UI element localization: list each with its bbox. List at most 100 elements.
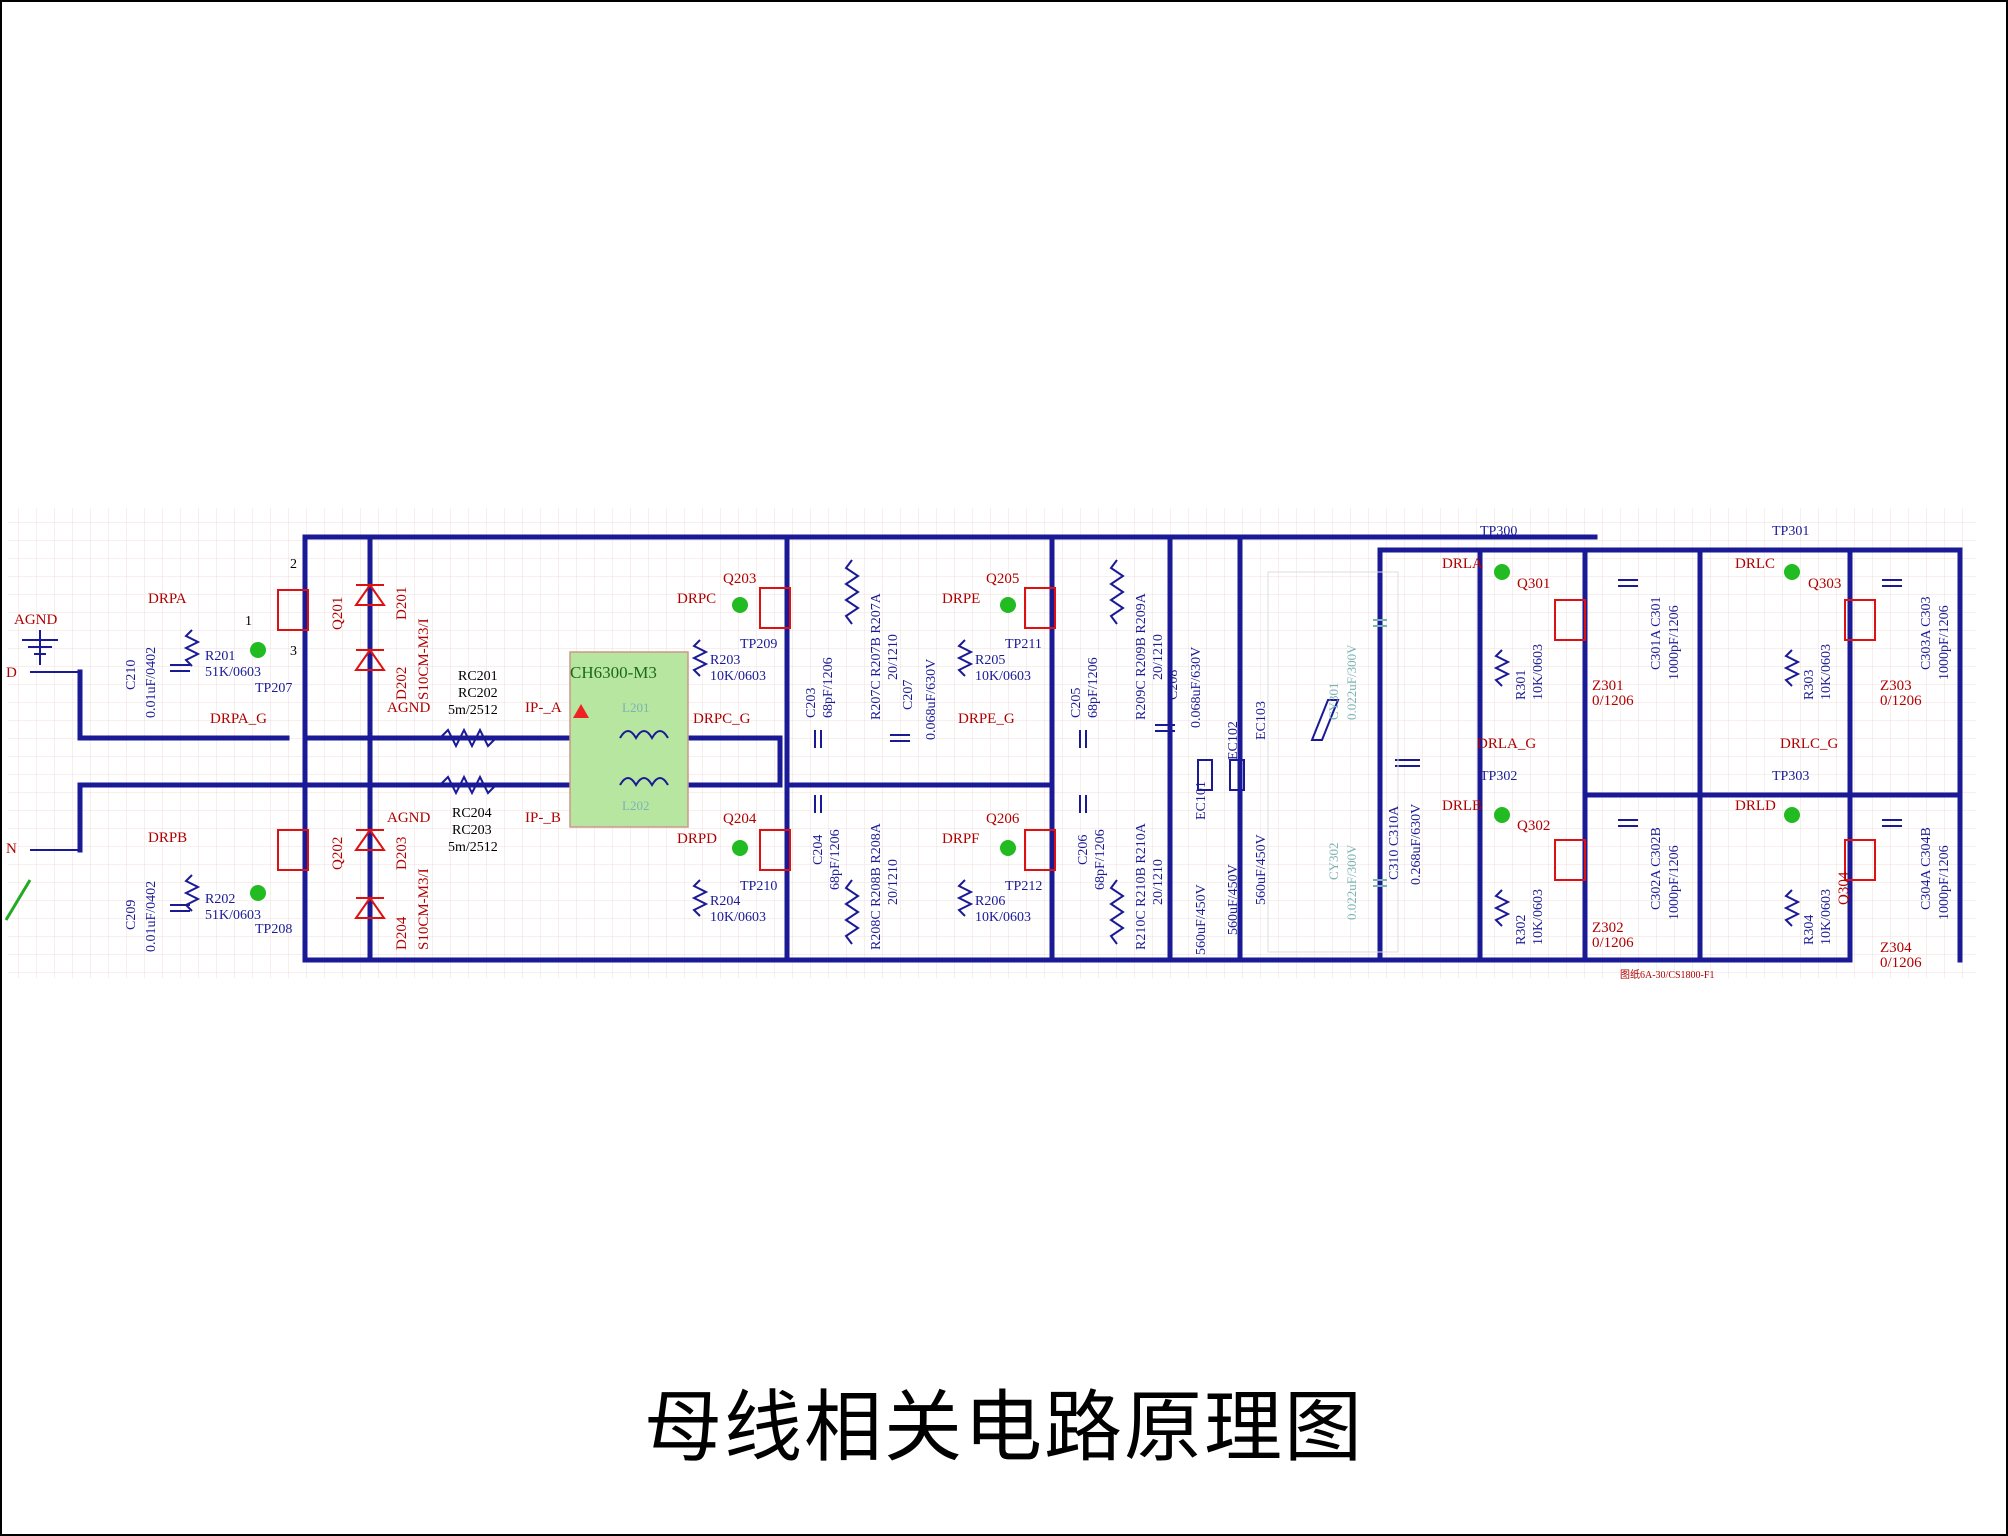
resistor-ref-r303: R303 — [1802, 670, 1817, 700]
test-point-tp211: TP211 — [1005, 637, 1042, 652]
mosfet-label-q302: Q302 — [1517, 818, 1550, 834]
zener-ref-z304: Z304 — [1880, 940, 1912, 956]
shunt-2-val: 5m/2512 — [448, 840, 498, 855]
cap-ref-c205: C205 — [1069, 688, 1084, 718]
zener-val-z304: 0/1206 — [1880, 955, 1922, 971]
test-point-tp303: TP303 — [1772, 769, 1809, 784]
net-label-drpc-g: DRPC_G — [693, 711, 751, 727]
bus-cap-val-c310: 0.268uF/630V — [1409, 804, 1424, 885]
diode-part-top: S10CM-M3/I — [416, 618, 432, 700]
right-cap-val-c304: 1000pF/1206 — [1937, 845, 1952, 920]
ch6300-module — [569, 651, 689, 828]
diode-label-d201: D201 — [394, 587, 410, 620]
resistor-ref-r205: R205 — [975, 653, 1005, 668]
diagram-caption: 母线相关电路原理图 — [643, 1383, 1364, 1473]
net-label-drld: DRLD — [1735, 798, 1776, 814]
shunt-1-val: 5m/2512 — [448, 703, 498, 718]
bus-wires — [30, 534, 1963, 963]
net-label-ip-b: IP-_B — [525, 810, 561, 826]
green-arrow — [4, 879, 32, 921]
left-port-agnd: AGND — [14, 612, 57, 628]
right-cap-ref-c301: C301A C301 — [1649, 596, 1664, 670]
zener-val-z303: 0/1206 — [1880, 693, 1922, 709]
bus-cap-ref-ec102: EC102 — [1226, 721, 1241, 760]
diodes — [354, 583, 386, 919]
zener-ref-z302: Z302 — [1592, 920, 1624, 936]
net-label-drpc: DRPC — [677, 591, 716, 607]
right-cap-val-c301: 1000pF/1206 — [1667, 605, 1682, 680]
zener-val-z301: 0/1206 — [1592, 693, 1634, 709]
faint-cap-ref-cy301: CY301 — [1326, 682, 1341, 720]
resistor-val-r302: 10K/0603 — [1531, 889, 1546, 945]
zener-val-z302: 0/1206 — [1592, 935, 1634, 951]
bus-cap-val-ec103: 560uF/450V — [1254, 834, 1269, 905]
bus-cap-val-c207: 0.068uF/630V — [924, 659, 939, 740]
resistor-ref-r206: R206 — [975, 894, 1005, 909]
bus-cap-ref-ec101: EC101 — [1194, 781, 1209, 820]
cap-ref-c203: C203 — [804, 688, 819, 718]
resistor-ref-r204: R204 — [710, 894, 740, 909]
diode-label-d204: D204 — [394, 916, 410, 950]
mosfet-label-q202: Q202 — [330, 837, 346, 870]
resistor-val-r203: 10K/0603 — [710, 669, 766, 684]
left-port-n: N — [6, 841, 17, 857]
resistor-ref-r201: R201 — [205, 649, 235, 664]
schematic-sheet — [8, 508, 1976, 978]
cap-val-c204: 68pF/1206 — [828, 829, 843, 890]
net-label-drpe: DRPE — [942, 591, 980, 607]
shunt-1-ref2: RC202 — [458, 686, 498, 701]
faint-cap-val-cy302: 0.022uF/300V — [1344, 844, 1359, 920]
faint-cap-val-cy301: 0.022uF/300V — [1344, 644, 1359, 720]
mosfet-symbols — [277, 587, 1876, 881]
test-point-tp209: TP209 — [740, 637, 777, 652]
bus-cap-val-ec102: 560uF/450V — [1226, 864, 1241, 935]
net-label-drlc: DRLC — [1735, 556, 1775, 572]
resistor-val-r304: 10K/0603 — [1819, 889, 1834, 945]
cap-val-c206: 68pF/1206 — [1093, 829, 1108, 890]
warning-triangle-icon — [573, 704, 589, 718]
faint-cap-ref-cy302: CY302 — [1326, 842, 1341, 880]
cap-val-c210: 0.01uF/0402 — [144, 647, 159, 718]
capacitor-symbols — [170, 579, 1902, 912]
agnd-ground-symbol — [22, 630, 58, 665]
snubber-ref-r208: R208C R208B R208A — [869, 822, 884, 950]
mosfet-label-q201: Q201 — [330, 597, 346, 630]
net-label-drpa-g: DRPA_G — [210, 711, 267, 727]
cap-ref-c210: C210 — [124, 660, 139, 690]
diode-label-d203: D203 — [394, 837, 410, 870]
snubber-val-r208: 20/1210 — [886, 859, 901, 905]
net-label-drpd: DRPD — [677, 831, 717, 847]
resistor-val-r202: 51K/0603 — [205, 908, 261, 923]
mosfet-label-q301: Q301 — [1517, 576, 1550, 592]
resistor-val-r206: 10K/0603 — [975, 910, 1031, 925]
inductor-label-l201: L201 — [622, 700, 649, 715]
bus-cap-ref-c208: C208 — [1166, 670, 1181, 700]
test-point-tp212: TP212 — [1005, 879, 1042, 894]
diode-label-d202: D202 — [394, 667, 410, 700]
net-label-drpe-g: DRPE_G — [958, 711, 1015, 727]
shunt-2-ref: RC204 — [452, 806, 492, 821]
cap-val-c209: 0.01uF/0402 — [144, 881, 159, 952]
cap-ref-c209: C209 — [124, 900, 139, 930]
right-cap-ref-c303: C303A C303 — [1919, 596, 1934, 670]
resistor-ref-r301: R301 — [1514, 670, 1529, 700]
mosfet-label-q204: Q204 — [723, 811, 757, 827]
zener-ref-z303: Z303 — [1880, 678, 1912, 694]
right-cap-ref-c302: C302A C302B — [1649, 827, 1664, 910]
test-point-tp302: TP302 — [1480, 769, 1517, 784]
right-cap-val-c303: 1000pF/1206 — [1937, 605, 1952, 680]
net-label-drlc-g: DRLC_G — [1780, 736, 1839, 752]
test-point-tp300: TP300 — [1480, 524, 1517, 539]
snubber-val-r210: 20/1210 — [1151, 859, 1166, 905]
shunt-resistor-rc204 — [439, 774, 497, 796]
right-cap-val-c302: 1000pF/1206 — [1667, 845, 1682, 920]
net-label-drla-g: DRLA_G — [1477, 736, 1536, 752]
bus-cap-val-ec101: 560uF/450V — [1194, 884, 1209, 955]
resistor-ref-r203: R203 — [710, 653, 740, 668]
snubber-val-r207: 20/1210 — [886, 634, 901, 680]
bus-cap-val-c208: 0.068uF/630V — [1189, 647, 1204, 728]
module-label: CH6300-M3 — [570, 663, 657, 682]
net-label-agnd-1: AGND — [387, 700, 430, 716]
mosfet-label-q206: Q206 — [986, 811, 1020, 827]
